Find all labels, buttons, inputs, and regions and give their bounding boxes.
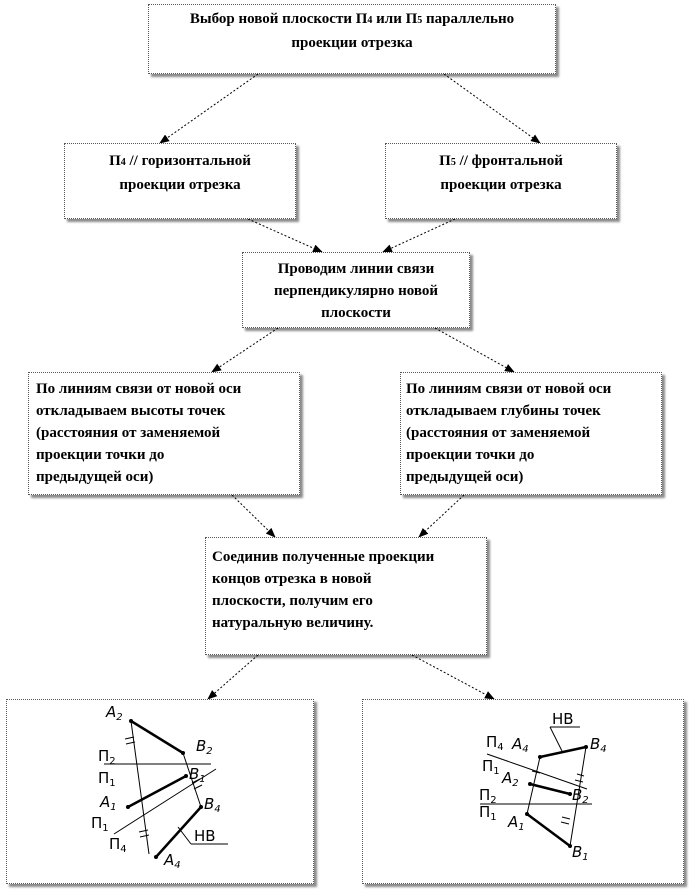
label-p4: П4 [109, 835, 127, 855]
label-p1-lower: П1 [91, 814, 109, 834]
link-line-b [569, 746, 587, 847]
drawing-right: НВ П4 A4 B4 П1 A2 П2 B2 П1 A1 B1 [479, 710, 607, 863]
drawing-right-frame [362, 699, 684, 884]
label-p4: П4 [486, 733, 504, 753]
box-projection-lines-text: Проводим линии связи перпендикулярно нов… [273, 261, 439, 321]
label-b1: B1 [572, 843, 589, 863]
arrow-bottom-to-left-drawing [207, 654, 259, 700]
label-p2: П2 [479, 786, 497, 806]
label-b1: B1 [189, 765, 206, 785]
box-p4-horizontal-text: П4 // горизонтальной проекции отрезка [109, 153, 251, 193]
arrow-left-to-middle [247, 218, 323, 253]
arrow-right2-to-bottom [418, 494, 465, 538]
segment-a2b2 [529, 782, 571, 796]
box-p4-horizontal [64, 143, 296, 219]
box-choose-plane [148, 4, 556, 74]
label-a4: A4 [511, 735, 529, 755]
arrow-middle-to-left2 [211, 327, 279, 373]
label-b2: B2 [572, 786, 589, 806]
label-a1: A1 [507, 813, 525, 833]
arrow-left2-to-bottom [231, 494, 276, 538]
box-depths [400, 372, 662, 495]
box-p5-frontal [385, 143, 617, 219]
box-projection-lines [242, 252, 470, 328]
segment-a2b2 [130, 719, 184, 755]
box-heights [28, 372, 300, 495]
label-a1: A1 [99, 793, 117, 813]
label-b4: B4 [204, 795, 221, 815]
label-a2: A2 [501, 769, 519, 789]
arrow-top-to-right [443, 73, 541, 144]
label-b4: B4 [590, 735, 607, 755]
label-nv: НВ [552, 710, 574, 728]
box-true-length-text: Соединив полученные проекции концов отре… [212, 549, 435, 631]
box-heights-text: По линиям связи от новой оси откладываем… [36, 381, 242, 485]
link-line-b [182, 752, 202, 808]
segment-a1b1 [127, 774, 187, 809]
box-depths-text: По линиям связи от новой оси откладываем… [406, 381, 612, 485]
segment-a4b4 [539, 745, 587, 759]
label-p1-upper: П1 [482, 757, 500, 777]
segment-a1b1 [526, 812, 571, 848]
label-a2: A2 [105, 703, 123, 723]
drawing-left: A2 B2 П2 П1 B1 A1 B4 П1 НВ П4 A4 [91, 703, 228, 871]
arrow-top-to-left [159, 73, 259, 144]
arrow-right-to-middle [382, 218, 456, 253]
label-p1-lower: П1 [479, 803, 497, 823]
link-line-a [130, 720, 150, 855]
label-p1-upper: П1 [98, 769, 116, 789]
label-nv: НВ [194, 827, 216, 845]
label-b2: B2 [196, 737, 213, 757]
box-choose-plane-text: Выбор новой плоскости П4 или П5 параллел… [189, 11, 515, 51]
box-p5-frontal-text: П5 // фронтальной проекции отрезка [439, 153, 563, 193]
label-p2: П2 [98, 747, 116, 767]
label-a4: A4 [163, 851, 181, 871]
arrow-middle-to-right2 [434, 327, 515, 373]
arrow-bottom-to-right-drawing [411, 654, 495, 700]
segment-a4b4 [155, 806, 202, 858]
box-true-length [205, 537, 487, 655]
